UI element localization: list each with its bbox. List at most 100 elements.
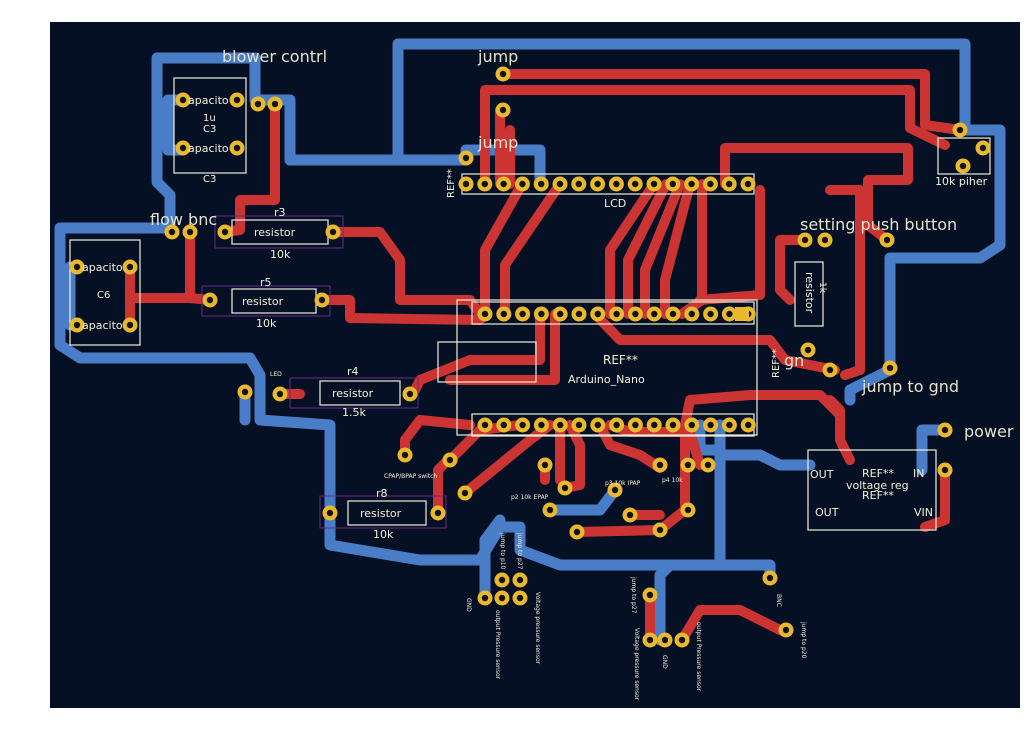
pad-drill-hole bbox=[516, 594, 524, 602]
pad-drill-hole bbox=[688, 310, 695, 318]
pad-drill-hole bbox=[826, 366, 834, 374]
label-jump-to-p10: jump to p10 bbox=[499, 532, 506, 570]
pad-drill-hole bbox=[481, 310, 489, 318]
pad-drill-hole bbox=[556, 180, 564, 188]
label-jump-to-gnd: jump to gnd bbox=[861, 377, 959, 396]
label-cap-2: apacito bbox=[188, 142, 229, 155]
pad-drill-hole bbox=[651, 310, 658, 318]
pad-drill-hole bbox=[179, 96, 187, 104]
label-ref-vreg2: REF** bbox=[862, 489, 894, 502]
pad-drill-hole bbox=[126, 321, 134, 329]
pad-drill-hole bbox=[611, 486, 619, 494]
label-10k-piher: 10k piher bbox=[935, 175, 988, 188]
pad-drill-hole bbox=[401, 451, 409, 459]
pad-drill-hole bbox=[678, 636, 686, 644]
pot-body bbox=[794, 261, 824, 327]
vreg-outline bbox=[807, 449, 937, 531]
silkscreen-text: blower contrl jump jump flow bnc setting… bbox=[82, 47, 1014, 701]
pad-drill-hole bbox=[707, 421, 714, 429]
label-setting-push-button: setting push button bbox=[800, 215, 957, 234]
pad-drill-hole bbox=[613, 421, 620, 429]
label-r3-resistor: resistor bbox=[254, 226, 296, 239]
pad-drill-hole bbox=[979, 144, 987, 152]
pad-drill-hole bbox=[557, 421, 564, 429]
pad-drill-hole bbox=[329, 228, 337, 236]
pad-drill-hole bbox=[481, 594, 489, 602]
label-out-pressure-b: output Pressure sensor bbox=[695, 622, 702, 692]
pad-drill-hole bbox=[573, 528, 581, 536]
pad-drill-hole bbox=[632, 310, 639, 318]
label-c6: C6 bbox=[97, 290, 110, 301]
label-p2: p2 10k EPAP bbox=[511, 494, 549, 501]
pad-drill-hole bbox=[613, 310, 620, 318]
pad-drill-hole bbox=[462, 180, 470, 188]
pad-drill-hole bbox=[73, 263, 81, 271]
pad-drill-hole bbox=[801, 236, 809, 244]
pad-drill-hole bbox=[206, 296, 214, 304]
label-power: power bbox=[964, 422, 1014, 441]
pad-drill-hole bbox=[684, 506, 692, 514]
pad-drill-hole bbox=[646, 591, 654, 599]
pad-drill-hole bbox=[656, 461, 664, 469]
label-gn: gn bbox=[784, 351, 804, 370]
pad-drill-hole bbox=[766, 574, 774, 582]
pad-drill-hole bbox=[233, 96, 241, 104]
pad-drill-hole bbox=[500, 310, 507, 318]
r8-body bbox=[347, 500, 427, 526]
label-c3-value: 1u bbox=[203, 113, 216, 124]
pad-drill-hole bbox=[498, 576, 506, 584]
pad-drill-hole bbox=[221, 228, 229, 236]
label-jump-mid: jump bbox=[477, 133, 518, 152]
label-ref-nano: REF** bbox=[603, 353, 638, 367]
pad-drill-hole bbox=[726, 180, 733, 188]
label-r4-value: 1.5k bbox=[342, 406, 366, 419]
pad-drill-hole bbox=[782, 626, 790, 634]
pad-drill-hole bbox=[561, 484, 569, 492]
label-gnd-b: GND bbox=[661, 655, 668, 669]
pad-drill-hole bbox=[186, 228, 194, 236]
pad-drill-hole bbox=[956, 126, 964, 134]
label-gnd-a: GND bbox=[465, 598, 472, 612]
r4-body bbox=[319, 380, 401, 406]
pad-drill-hole bbox=[651, 421, 658, 429]
c6-footprint bbox=[69, 239, 141, 346]
pad-drill-hole bbox=[233, 144, 241, 152]
pad-drill-hole bbox=[499, 106, 507, 114]
pad-drill-hole bbox=[498, 594, 506, 602]
pad-drill-hole bbox=[541, 461, 549, 469]
label-r8-value: 10k bbox=[373, 528, 394, 541]
pad-drill-hole bbox=[546, 506, 554, 514]
pad-drill-hole bbox=[632, 421, 639, 429]
label-led: LED bbox=[270, 371, 282, 378]
label-r3-value: 10k bbox=[270, 248, 291, 261]
label-cap-1: apacito bbox=[188, 94, 229, 107]
label-cap-3: apacito bbox=[82, 261, 123, 274]
pad-drill-hole bbox=[941, 426, 949, 434]
pad-drill-hole bbox=[516, 576, 524, 584]
label-p4: p4 10k bbox=[662, 477, 683, 484]
pad-drill-hole bbox=[726, 421, 733, 429]
pad-drill-hole bbox=[519, 421, 526, 429]
pad-drill-hole bbox=[613, 180, 620, 188]
pad-drill-hole bbox=[745, 421, 752, 429]
piher-footprint bbox=[937, 137, 991, 175]
pad-drill-hole bbox=[499, 70, 507, 78]
pad-drill-hole bbox=[804, 346, 812, 354]
label-lcd: LCD bbox=[604, 197, 626, 210]
pad-drill-hole bbox=[519, 180, 526, 188]
pad-drill-hole bbox=[744, 180, 752, 188]
pad-drill-hole bbox=[726, 310, 733, 318]
pad-drill-hole bbox=[276, 390, 284, 398]
pad-drill-hole bbox=[126, 263, 134, 271]
label-cap-4: apacito bbox=[82, 319, 123, 332]
pad-drill-hole bbox=[326, 509, 334, 517]
pad-drill-hole bbox=[704, 461, 712, 469]
label-vin: VIN bbox=[914, 506, 933, 519]
label-blower-contrl: blower contrl bbox=[222, 47, 327, 66]
pad-drill-hole bbox=[632, 180, 639, 188]
label-r4: r4 bbox=[347, 365, 359, 378]
label-ref-lcd: REF** bbox=[446, 169, 457, 198]
pad-drill-hole bbox=[684, 461, 692, 469]
pads bbox=[69, 66, 991, 648]
